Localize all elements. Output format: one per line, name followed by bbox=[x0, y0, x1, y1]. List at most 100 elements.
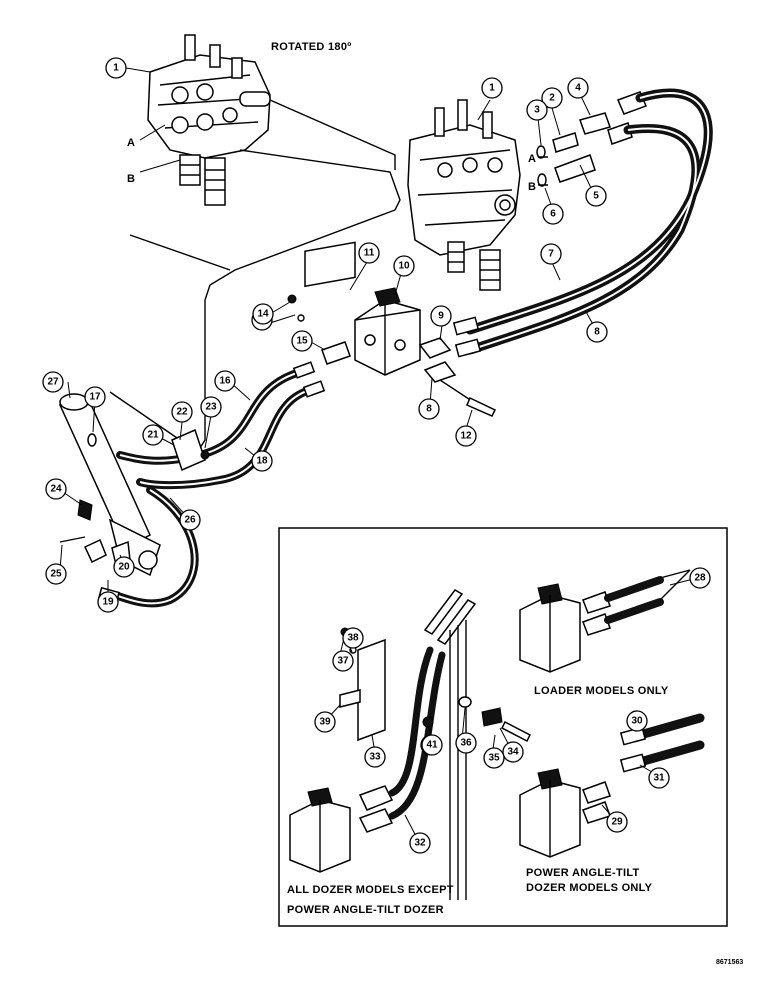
callout-19: 19 bbox=[97, 591, 119, 613]
callout-label: 14 bbox=[257, 309, 269, 320]
callout-10: 10 bbox=[393, 255, 415, 277]
callout-label: 8 bbox=[426, 404, 432, 415]
callout-label: 25 bbox=[50, 569, 62, 580]
callout-36: 36 bbox=[455, 732, 477, 754]
callout-14: 14 bbox=[252, 303, 274, 325]
callout-label: 3 bbox=[534, 105, 540, 116]
letter-b-port: B bbox=[528, 181, 536, 193]
callout-2: 2 bbox=[541, 87, 563, 109]
callout-label: 38 bbox=[347, 633, 359, 644]
callout-label: 17 bbox=[89, 392, 101, 403]
callout-label: 11 bbox=[364, 248, 375, 259]
callout-label: 6 bbox=[550, 209, 556, 220]
callout-29: 29 bbox=[606, 811, 628, 833]
callout-1: 1 bbox=[105, 57, 127, 79]
callout-label: 12 bbox=[460, 431, 472, 442]
callout-label: 41 bbox=[426, 740, 438, 751]
callout-17: 17 bbox=[84, 386, 106, 408]
caption-power-angle-2: DOZER MODELS ONLY bbox=[526, 882, 653, 894]
callout-label: 4 bbox=[575, 83, 581, 94]
callout-label: 20 bbox=[118, 562, 130, 573]
inset-dozer-assembly bbox=[289, 589, 532, 900]
callout-32: 32 bbox=[409, 832, 431, 854]
callout-label: 37 bbox=[337, 656, 349, 667]
letter-a-port: A bbox=[528, 153, 536, 165]
callout-label: 30 bbox=[631, 716, 643, 727]
callout-label: 29 bbox=[611, 817, 623, 828]
callout-label: 8 bbox=[594, 327, 600, 338]
callout-5: 5 bbox=[585, 185, 607, 207]
inset-hose-ends bbox=[619, 713, 705, 773]
callout-1: 1 bbox=[481, 77, 503, 99]
callout-8: 8 bbox=[418, 398, 440, 420]
callout-label: 26 bbox=[184, 515, 196, 526]
callout-label: 5 bbox=[593, 191, 599, 202]
callout-label: 19 bbox=[102, 597, 114, 608]
callout-4: 4 bbox=[567, 77, 589, 99]
callout-label: 23 bbox=[205, 402, 217, 413]
callout-label: 9 bbox=[438, 311, 444, 322]
cylinder-hoses bbox=[98, 361, 326, 608]
callout-41: 41 bbox=[421, 734, 443, 756]
control-valve bbox=[407, 99, 521, 291]
callout-30: 30 bbox=[626, 710, 648, 732]
callout-label: 36 bbox=[460, 738, 472, 749]
callout-label: 27 bbox=[47, 377, 59, 388]
control-valve-rotated bbox=[147, 34, 271, 206]
callout-15: 15 bbox=[291, 330, 313, 352]
caption-rotated: ROTATED 180º bbox=[271, 41, 352, 53]
callout-label: 35 bbox=[488, 753, 500, 764]
callout-label: 28 bbox=[694, 573, 706, 584]
caption-all-dozer-2: POWER ANGLE-TILT DOZER bbox=[287, 904, 444, 916]
callout-label: 16 bbox=[219, 376, 231, 387]
callout-20: 20 bbox=[113, 556, 135, 578]
callout-label: 34 bbox=[507, 747, 519, 758]
caption-loader-models: LOADER MODELS ONLY bbox=[534, 685, 669, 697]
callout-23: 23 bbox=[200, 396, 222, 418]
callout-24: 24 bbox=[45, 478, 67, 500]
callout-label: 18 bbox=[256, 456, 268, 467]
inset-loader-assembly bbox=[519, 569, 691, 673]
callout-label: 32 bbox=[414, 838, 426, 849]
tank-frame bbox=[109, 99, 401, 449]
callouts: 1123456789810111213141516171819202122232… bbox=[42, 57, 711, 854]
callout-37: 37 bbox=[332, 650, 354, 672]
letter-b-main: B bbox=[127, 173, 135, 185]
callout-38: 38 bbox=[342, 627, 364, 649]
callout-label: 33 bbox=[369, 752, 381, 763]
callout-26: 26 bbox=[179, 509, 201, 531]
callout-label: 1 bbox=[113, 63, 119, 74]
callout-6: 6 bbox=[542, 203, 564, 225]
callout-label: 10 bbox=[398, 261, 410, 272]
callout-label: 39 bbox=[319, 717, 331, 728]
callout-16: 16 bbox=[214, 370, 236, 392]
callout-22: 22 bbox=[171, 401, 193, 423]
callout-7: 7 bbox=[540, 243, 562, 265]
callout-label: 1 bbox=[489, 83, 495, 94]
callout-11: 11 bbox=[358, 242, 380, 264]
callout-31: 31 bbox=[648, 767, 670, 789]
callout-label: 7 bbox=[548, 249, 554, 260]
valve-hoses bbox=[452, 88, 713, 358]
callout-label: 21 bbox=[147, 430, 159, 441]
callout-18: 18 bbox=[251, 450, 273, 472]
callout-label: 31 bbox=[653, 773, 665, 784]
callout-28: 28 bbox=[689, 567, 711, 589]
callout-27: 27 bbox=[42, 371, 64, 393]
callout-33: 33 bbox=[364, 746, 386, 768]
callout-39: 39 bbox=[314, 711, 336, 733]
part-number: 8671563 bbox=[716, 959, 743, 966]
callout-9: 9 bbox=[430, 305, 452, 327]
callout-label: 15 bbox=[296, 336, 308, 347]
relief-valve-block bbox=[287, 241, 497, 417]
inset-box bbox=[278, 527, 728, 927]
caption-power-angle-1: POWER ANGLE-TILT bbox=[526, 867, 640, 879]
callout-34: 34 bbox=[502, 741, 524, 763]
valve-fittings bbox=[536, 91, 648, 187]
callout-25: 25 bbox=[45, 563, 67, 585]
callout-21: 21 bbox=[142, 424, 164, 446]
callout-35: 35 bbox=[483, 747, 505, 769]
caption-all-dozer-1: ALL DOZER MODELS EXCEPT bbox=[287, 884, 454, 896]
letter-a-main: A bbox=[127, 137, 135, 149]
